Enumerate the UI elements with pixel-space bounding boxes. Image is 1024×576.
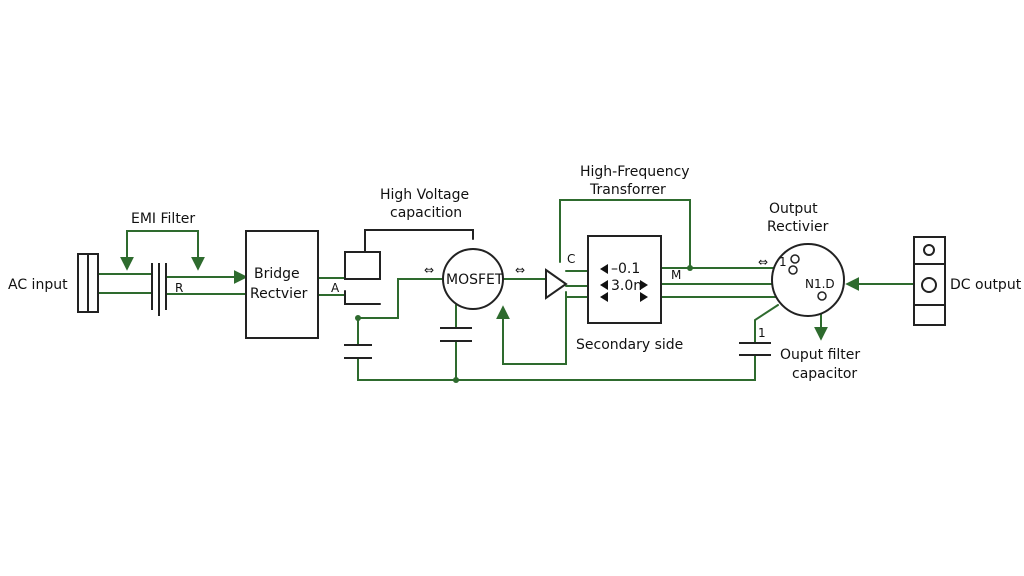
emi-feedback-loop <box>120 230 205 271</box>
rectifier-pin-circle-2 <box>788 265 798 275</box>
junction-left <box>355 315 361 321</box>
secondary-side-label: Secondary side <box>576 337 683 353</box>
node-c-label: C <box>567 252 575 266</box>
junction-ground <box>453 377 459 383</box>
dc-output-label: DC output <box>950 277 1022 293</box>
mosfet-circle <box>442 248 504 310</box>
transformer-block <box>587 235 662 324</box>
hf-label-line1: High-Frequency <box>580 164 690 180</box>
transformer-value-1: –0.1 <box>611 261 640 277</box>
bulk-capacitor <box>344 344 372 359</box>
hv-cap-label-line1: High Voltage <box>380 187 469 203</box>
junction-hf <box>687 265 693 271</box>
rectifier-pin-label: 1 <box>779 255 787 269</box>
ac-input-connector <box>77 253 99 313</box>
bridge-label-line2: Rectvier <box>250 286 308 302</box>
transformer-value-2: 3.0n <box>611 278 642 294</box>
dc-output-connector <box>913 236 946 326</box>
signal-marker-right: ⇔ <box>758 255 768 269</box>
ac-input-label: AC input <box>8 277 68 293</box>
out-rect-label-line2: Rectivier <box>767 219 829 235</box>
signal-marker-left: ⇔ <box>424 263 434 277</box>
driver-triangle <box>545 268 568 300</box>
wire-junction-mosfet <box>357 278 443 319</box>
wire-hf-top-loop <box>559 199 691 269</box>
filter-label-line2: capacitor <box>792 366 857 382</box>
rectifier-part-label: N1.D <box>805 277 835 291</box>
wires <box>97 199 915 381</box>
rectifier-pin-circle-1 <box>790 254 800 264</box>
filter-label-line1: Ouput filter <box>780 347 860 363</box>
winding-marker-3 <box>600 292 608 302</box>
mosfet-label: MOSFET <box>446 272 504 288</box>
bridge-label-line1: Bridge <box>254 266 300 282</box>
wire-cap-ground <box>357 354 756 381</box>
hv-cap-label-line2: capacition <box>390 205 462 221</box>
cap-pin-label: 1 <box>758 326 766 340</box>
bridge-rectifier-block <box>245 230 319 339</box>
hf-label-line2: Transforrer <box>589 182 666 198</box>
emi-filter-label: EMI Filter <box>131 211 195 227</box>
winding-marker-4 <box>640 280 648 290</box>
node-a-label: A <box>331 281 340 295</box>
resistor-label: R <box>175 281 183 295</box>
wire-rect-cap <box>754 304 779 344</box>
rectifier-pin-circle-3 <box>817 291 827 301</box>
wire-hv-label <box>364 229 474 253</box>
out-rect-label-line1: Output <box>769 201 818 217</box>
winding-marker-1 <box>600 264 608 274</box>
winding-marker-5 <box>640 292 648 302</box>
emi-filter-capacitor <box>151 263 167 316</box>
hv-capacitor-block <box>344 251 381 280</box>
node-m-label: M <box>671 268 681 282</box>
output-filter-capacitor <box>739 342 771 356</box>
winding-marker-2 <box>600 280 608 290</box>
wire-a-step <box>344 290 381 305</box>
wire-feedback <box>496 291 567 365</box>
mosfet-capacitor <box>440 327 472 342</box>
signal-marker-mid: ⇔ <box>515 263 525 277</box>
